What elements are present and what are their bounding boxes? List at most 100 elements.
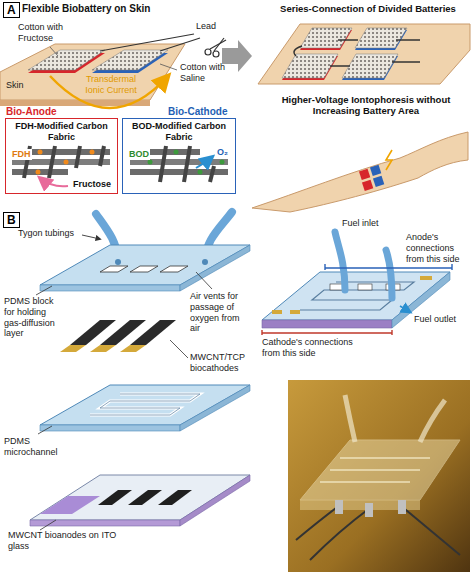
polygon-shape — [30, 520, 180, 526]
path-shape — [330, 65, 350, 67]
box-heading: FDH-Modified Carbon Fabric — [6, 119, 117, 143]
rect-shape — [365, 503, 373, 517]
device-photo — [288, 380, 470, 572]
annotation-label: Fuel outlet — [414, 314, 456, 324]
circle-shape — [90, 150, 95, 155]
annotation-label: Tygon tubings — [18, 228, 74, 238]
line-shape — [210, 40, 226, 49]
polygon-shape — [130, 266, 158, 272]
path-shape — [294, 46, 302, 56]
label-box: B — [3, 212, 20, 228]
annotation-label: Fuel inlet — [342, 218, 379, 228]
rect-shape — [373, 176, 384, 187]
label-box: Air vents for passage of oxygen from air — [190, 291, 252, 334]
circle-shape — [115, 259, 121, 265]
label-box: PDMS block for holding gas-diffusion lay… — [4, 296, 66, 339]
circle-shape — [213, 51, 219, 57]
rect-shape — [288, 380, 470, 572]
label-box: Series-Connection of Divided Batteries — [264, 3, 472, 14]
path-shape — [386, 150, 392, 170]
label-box: Fuel outlet — [414, 314, 456, 325]
rect-shape — [359, 169, 370, 180]
annotation-label: PDMS block for holding gas-diffusion lay… — [4, 296, 55, 338]
label-box: Flexible Biobattery on Skin — [22, 3, 150, 15]
annotation-label: Skin — [6, 80, 24, 90]
label-box: Fuel inlet — [342, 218, 379, 229]
rect-shape — [272, 310, 282, 314]
label-box: A — [3, 2, 20, 18]
path-shape — [196, 157, 212, 168]
path-shape — [320, 458, 430, 482]
line-shape — [36, 286, 52, 295]
circle-shape — [148, 160, 153, 165]
fuel-label: Fructose — [72, 179, 112, 190]
circle-shape — [198, 170, 203, 175]
skin-illustration — [0, 34, 226, 108]
label-box: PDMS microchannel — [4, 436, 66, 458]
label-box: Tygon tubings — [18, 228, 74, 239]
cotton-pad — [28, 50, 105, 70]
rect-shape — [362, 180, 373, 191]
polygon-shape — [40, 425, 180, 431]
annotation-label: MWCNT bioanodes on ITO glass — [8, 530, 116, 551]
leader-line — [160, 64, 177, 70]
annotation-label: Air vents for passage of oxygen from air — [190, 291, 240, 333]
panel-letter: B — [3, 212, 20, 228]
polygon-shape — [282, 54, 338, 78]
label-box: Lead — [196, 21, 216, 32]
polygon-shape — [262, 320, 392, 328]
annotation-label: Flexible Biobattery on Skin — [22, 3, 150, 14]
rect-shape — [12, 169, 68, 175]
polygon-shape — [180, 475, 250, 526]
enzyme-label: BOD — [128, 149, 150, 160]
polygon-shape — [258, 24, 470, 84]
label-box: Anode's connections from this side — [406, 232, 470, 264]
polygon-shape — [100, 266, 128, 272]
exploded-view — [30, 212, 250, 530]
line-shape — [38, 426, 52, 434]
polygon-shape — [130, 320, 176, 345]
label-box: MWCNT/TCP biocathodes — [190, 352, 260, 374]
annotation-label: Bio-Anode — [6, 106, 57, 117]
line-shape — [400, 306, 410, 312]
polygon-shape — [160, 266, 188, 272]
polygon-shape — [98, 490, 132, 505]
path-shape — [345, 395, 445, 442]
polygon-shape — [90, 345, 116, 352]
leader-line — [50, 47, 58, 56]
annotation-label: Series-Connection of Divided Batteries — [280, 3, 456, 14]
label-box: Bio-Cathode — [168, 106, 227, 118]
annotation-label: Cathode's connections from this side — [262, 337, 353, 358]
line-shape — [49, 146, 55, 178]
label-box: Bio-Anode — [6, 106, 57, 118]
circle-shape — [205, 49, 211, 55]
path-shape — [335, 232, 345, 290]
polygon-shape — [158, 490, 192, 505]
circle-shape — [38, 150, 43, 155]
line-shape — [196, 272, 212, 289]
label-box: MWCNT bioanodes on ITO glass — [8, 530, 120, 552]
polygon-shape — [180, 385, 250, 431]
polygon-shape — [180, 245, 250, 291]
polygon-shape — [300, 440, 460, 500]
annotation-label: PDMS microchannel — [4, 436, 58, 457]
annotation-label: Transdermal Ionic Current — [85, 74, 137, 95]
line-shape — [76, 146, 80, 168]
path-shape — [338, 39, 358, 41]
circle-shape — [36, 170, 41, 175]
annotation-label: Cotton with Saline — [180, 62, 225, 83]
polygon-shape — [60, 345, 86, 352]
skin-sheet — [0, 44, 185, 100]
rect-shape — [398, 500, 406, 514]
polygon-shape — [342, 54, 398, 78]
polygon-shape — [128, 490, 162, 505]
label-box: Skin — [6, 80, 24, 91]
cotton-pad — [92, 50, 168, 70]
path-shape — [90, 394, 200, 415]
box-heading: BOD-Modified Carbon Fabric — [123, 119, 235, 143]
rect-shape — [130, 159, 228, 165]
lead-wire — [160, 38, 200, 51]
path-shape — [252, 132, 468, 212]
line-shape — [82, 235, 100, 239]
